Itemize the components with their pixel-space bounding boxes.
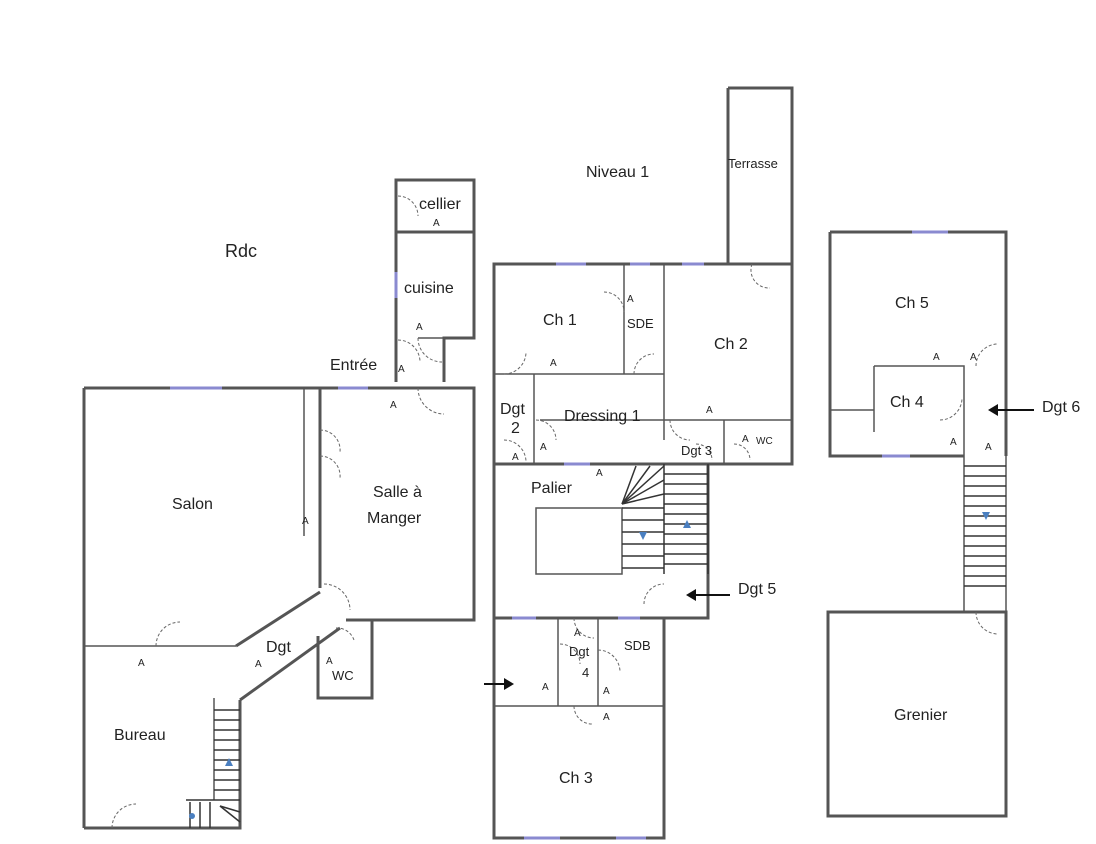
room-label-terrasse: Terrasse xyxy=(728,156,778,171)
arrow-dgt6-icon xyxy=(988,404,1034,416)
marker-a: A xyxy=(416,322,423,333)
marker-a: A xyxy=(603,712,610,723)
marker-a: A xyxy=(985,442,992,453)
room-label-cellier: cellier xyxy=(419,196,461,213)
stair-arrow-icon xyxy=(982,512,990,520)
arrow-dgt5-icon xyxy=(686,589,730,601)
marker-a: A xyxy=(970,352,977,363)
upper-level-plan: Ch 5 Ch 4 Dgt 6 Grenier A A A A xyxy=(826,230,1080,818)
room-label-ch4: Ch 4 xyxy=(890,394,924,411)
room-label-salle-a-manger-2: Manger xyxy=(367,510,422,527)
room-label-palier: Palier xyxy=(531,480,573,497)
marker-a: A xyxy=(706,405,713,416)
room-label-grenier: Grenier xyxy=(894,707,948,724)
room-label-dgt5: Dgt 5 xyxy=(738,581,776,598)
room-label-wc-rdc: WC xyxy=(332,668,354,683)
marker-a: A xyxy=(540,442,547,453)
staircase-upper xyxy=(964,465,1006,587)
room-label-dgt6: Dgt 6 xyxy=(1042,399,1080,416)
marker-a: A xyxy=(512,452,519,463)
room-label-cuisine: cuisine xyxy=(404,280,454,297)
room-label-entree: Entrée xyxy=(330,357,377,374)
room-label-dgt2-b: 2 xyxy=(511,420,520,437)
marker-a: A xyxy=(302,516,309,527)
staircase-niveau1 xyxy=(621,464,709,574)
room-label-wc-n1: WC xyxy=(756,436,773,447)
marker-a: A xyxy=(550,358,557,369)
level-title-rdc: Rdc xyxy=(225,241,257,261)
staircase-rdc xyxy=(186,709,241,828)
marker-a: A xyxy=(433,218,440,229)
room-label-dgt: Dgt xyxy=(266,639,291,656)
stair-arrow-icon xyxy=(225,758,233,766)
marker-a: A xyxy=(596,468,603,479)
marker-a: A xyxy=(933,352,940,363)
room-label-bureau: Bureau xyxy=(114,727,166,744)
room-label-dressing1: Dressing 1 xyxy=(564,408,641,425)
room-label-ch1: Ch 1 xyxy=(543,312,577,329)
room-label-salle-a-manger-1: Salle à xyxy=(373,484,422,501)
marker-a: A xyxy=(255,659,262,670)
stair-arrow-icon xyxy=(683,520,691,528)
room-label-ch2: Ch 2 xyxy=(714,336,748,353)
marker-a: A xyxy=(390,400,397,411)
room-label-sdb: SDB xyxy=(624,638,651,653)
marker-a: A xyxy=(574,628,581,639)
marker-a: A xyxy=(950,437,957,448)
room-label-dgt4-a: Dgt xyxy=(569,644,590,659)
arrow-left-entry-icon xyxy=(484,678,514,690)
level-title-niveau1: Niveau 1 xyxy=(586,164,649,181)
marker-a: A xyxy=(326,656,333,667)
room-label-ch5: Ch 5 xyxy=(895,295,929,312)
marker-a: A xyxy=(742,434,749,445)
stair-arrow-icon xyxy=(639,532,647,540)
niveau1-plan: Niveau 1 xyxy=(484,86,794,840)
room-label-dgt3: Dgt 3 xyxy=(681,443,712,458)
marker-a: A xyxy=(542,682,549,693)
rdc-plan: Rdc cellier cuisine Entrée Salon Salle à… xyxy=(82,178,476,830)
room-label-ch3: Ch 3 xyxy=(559,770,593,787)
marker-a: A xyxy=(138,658,145,669)
room-label-dgt2-a: Dgt xyxy=(500,401,525,418)
room-label-salon: Salon xyxy=(172,496,213,513)
marker-a: A xyxy=(398,364,405,375)
marker-a: A xyxy=(627,294,634,305)
marker-a: A xyxy=(603,686,610,697)
room-label-sde: SDE xyxy=(627,316,654,331)
room-label-dgt4-b: 4 xyxy=(582,665,589,680)
